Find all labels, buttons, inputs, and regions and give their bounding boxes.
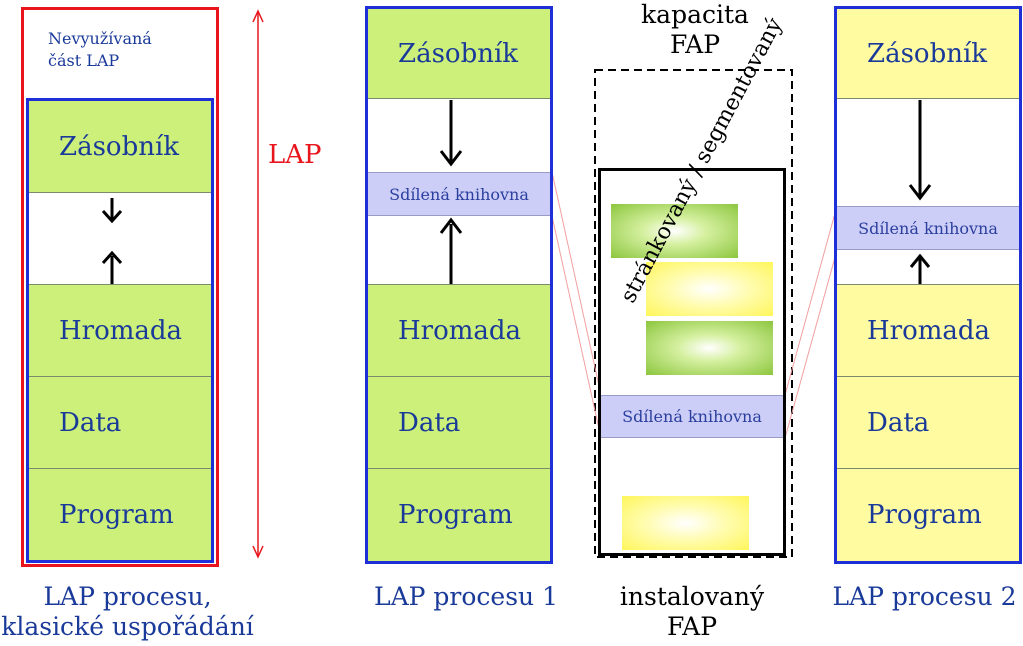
program-segment: Program bbox=[837, 468, 1019, 561]
col4-caption: LAP procesu 2 bbox=[832, 582, 1017, 611]
program-segment: Program bbox=[368, 468, 550, 561]
memory-block bbox=[611, 204, 738, 258]
program-segment: Program bbox=[29, 468, 211, 560]
heap-segment: Hromada bbox=[368, 284, 550, 376]
up-arrow-head bbox=[909, 253, 931, 268]
up-arrow-head bbox=[439, 217, 463, 234]
free-segment bbox=[29, 192, 211, 284]
memory-block bbox=[646, 262, 773, 316]
down-arrow-head bbox=[439, 150, 463, 167]
connector-line bbox=[551, 171, 602, 396]
stack-segment: Zásobník bbox=[368, 9, 550, 98]
data-segment: Data bbox=[29, 376, 211, 468]
free-segment bbox=[837, 98, 1019, 284]
stack-segment: Zásobník bbox=[29, 101, 211, 192]
data-segment: Data bbox=[368, 376, 550, 468]
data-segment: Data bbox=[837, 376, 1019, 468]
memory-block bbox=[646, 321, 773, 375]
connector-line bbox=[784, 205, 838, 396]
connector-line bbox=[784, 249, 838, 439]
shared-library-segment: Sdílená knihovna bbox=[368, 172, 550, 216]
fap-shared-library: Sdílená knihovna bbox=[601, 395, 783, 438]
lap-label: LAP bbox=[268, 140, 322, 170]
heap-segment: Hromada bbox=[837, 284, 1019, 376]
fap-capacity-box bbox=[594, 69, 793, 558]
col2-caption: LAP procesu 1 bbox=[373, 582, 558, 611]
fap-caption: instalovaný FAP bbox=[619, 582, 765, 641]
fap-capacity-label: kapacita FAP bbox=[641, 0, 749, 59]
up-arrow-head bbox=[101, 250, 123, 265]
shared-library-segment: Sdílená knihovna bbox=[837, 206, 1019, 250]
lap-outer-frame bbox=[21, 7, 219, 567]
memory-block bbox=[622, 496, 749, 550]
lap-inner-frame bbox=[26, 98, 214, 563]
lap2-frame bbox=[834, 6, 1022, 564]
down-arrow-head bbox=[101, 209, 123, 224]
lap-range-arrow-head-top bbox=[252, 9, 264, 23]
down-arrow-head bbox=[908, 184, 932, 201]
heap-segment: Hromada bbox=[29, 284, 211, 376]
unused-lap-label: Nevyužívaná část LAP bbox=[48, 29, 152, 70]
stack-segment: Zásobník bbox=[837, 9, 1019, 98]
col1-caption: LAP procesu, klasické uspořádání bbox=[1, 582, 254, 641]
connector-line bbox=[551, 215, 602, 439]
lap-range-arrow-head-bottom bbox=[252, 545, 264, 559]
lap1-frame bbox=[365, 6, 553, 564]
